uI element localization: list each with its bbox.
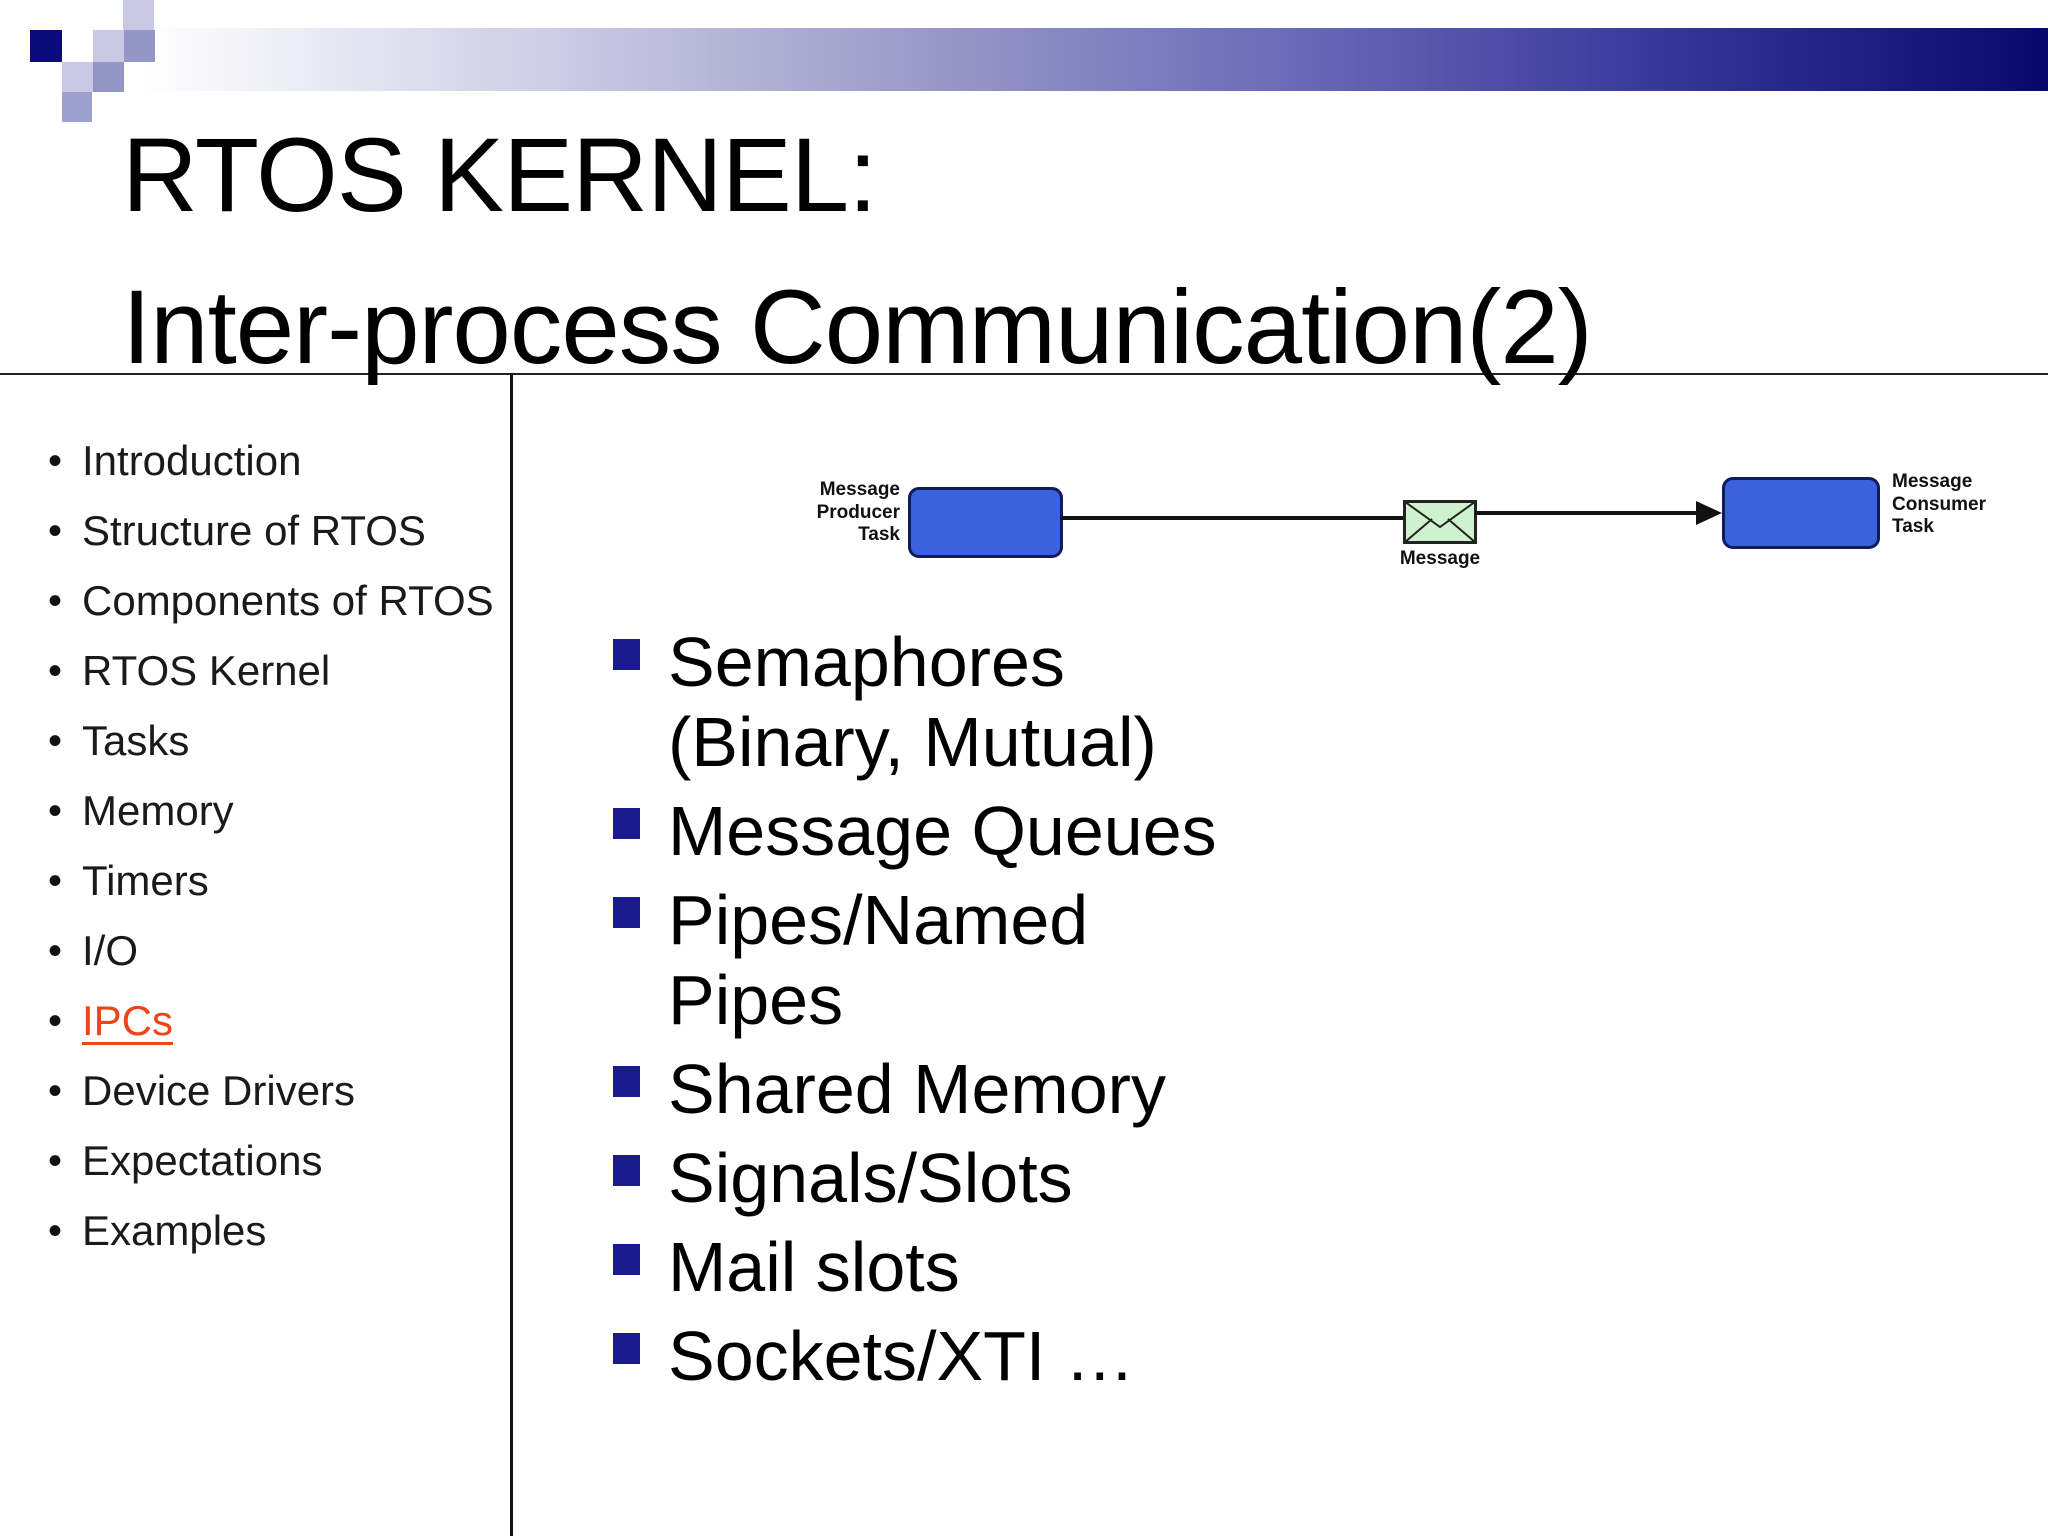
- sidebar-item-expectations[interactable]: • Expectations: [48, 1138, 498, 1184]
- bullet-dot-icon: •: [48, 999, 63, 1043]
- bullet-square-icon: [613, 1333, 640, 1364]
- slide-title-line1: RTOS KERNEL:: [122, 117, 877, 234]
- sidebar-item-label: Examples: [82, 1207, 267, 1254]
- bullet-square-icon: [613, 897, 640, 928]
- bullet-item-text: Message Queues: [668, 792, 1217, 870]
- bullet-item-text: Mail slots: [668, 1228, 960, 1306]
- list-item-mail-slots: Mail slots: [613, 1227, 1373, 1307]
- producer-task-box: [908, 487, 1063, 558]
- bullet-dot-icon: •: [48, 1069, 63, 1113]
- sidebar-item-device-drivers[interactable]: • Device Drivers: [48, 1068, 498, 1114]
- bullet-dot-icon: •: [48, 579, 63, 623]
- decor-square-medium: [124, 30, 155, 62]
- sidebar-item-components-of-rtos[interactable]: • Components of RTOS: [48, 578, 498, 624]
- bullet-item-text: Shared Memory: [668, 1050, 1166, 1128]
- bullet-square-icon: [613, 639, 640, 670]
- header-gradient-bar: [0, 28, 2048, 91]
- sidebar-item-rtos-kernel[interactable]: • RTOS Kernel: [48, 648, 498, 694]
- sidebar-item-structure-of-rtos[interactable]: • Structure of RTOS: [48, 508, 498, 554]
- list-item-shared-memory: Shared Memory: [613, 1049, 1373, 1129]
- decor-square-light: [93, 30, 124, 62]
- bullet-item-text: Semaphores(Binary, Mutual): [668, 623, 1157, 781]
- bullet-dot-icon: •: [48, 859, 63, 903]
- sidebar-item-label: Introduction: [82, 437, 302, 484]
- list-item-sockets-xti: Sockets/XTI …: [613, 1316, 1373, 1396]
- bullet-square-icon: [613, 1155, 640, 1186]
- sidebar-item-timers[interactable]: • Timers: [48, 858, 498, 904]
- list-item-signals-slots: Signals/Slots: [613, 1138, 1373, 1218]
- sidebar-item-label: Structure of RTOS: [82, 507, 426, 554]
- sidebar-item-i-o[interactable]: • I/O: [48, 928, 498, 974]
- sidebar-item-label: Expectations: [82, 1137, 323, 1184]
- decor-square-medium: [62, 92, 92, 122]
- sidebar-item-label: Components of RTOS: [82, 577, 494, 624]
- decor-square-medium: [93, 62, 124, 92]
- bullet-dot-icon: •: [48, 789, 63, 833]
- sidebar-item-label: Memory: [82, 787, 234, 834]
- bullet-square-icon: [613, 808, 640, 839]
- slide-title-line2: Inter-process Communication(2): [122, 269, 1593, 387]
- content-bullet-list: Semaphores(Binary, Mutual) Message Queue…: [613, 622, 1373, 1405]
- bullet-dot-icon: •: [48, 1139, 63, 1183]
- sidebar-item-label: I/O: [82, 927, 139, 974]
- list-item-message-queues: Message Queues: [613, 791, 1373, 871]
- bullet-item-text: Signals/Slots: [668, 1139, 1073, 1217]
- sidebar-divider-line: [510, 373, 513, 1536]
- arrow-line: [1475, 511, 1707, 515]
- sidebar-item-memory[interactable]: • Memory: [48, 788, 498, 834]
- sidebar-item-introduction[interactable]: • Introduction: [48, 438, 498, 484]
- message-label: Message: [1399, 548, 1481, 569]
- decor-square-light: [62, 62, 93, 92]
- sidebar-item-ipcs[interactable]: • IPCs: [48, 998, 498, 1044]
- sidebar-item-label: Timers: [82, 857, 209, 904]
- arrow-head-icon: [1696, 501, 1722, 525]
- list-item-semaphores: Semaphores(Binary, Mutual): [613, 622, 1373, 782]
- sidebar-item-label: RTOS Kernel: [82, 647, 331, 694]
- sidebar-item-label: IPCs: [82, 997, 174, 1044]
- slide-title: RTOS KERNEL: Inter-process Communication…: [122, 100, 1922, 405]
- decor-square-dark: [30, 30, 62, 62]
- message-envelope-icon: [1403, 500, 1477, 544]
- connector-line: [1060, 516, 1404, 520]
- bullet-dot-icon: •: [48, 719, 63, 763]
- bullet-square-icon: [613, 1066, 640, 1097]
- decor-square-light: [123, 0, 154, 30]
- title-divider-line: [0, 373, 2048, 375]
- bullet-square-icon: [613, 1244, 640, 1275]
- bullet-item-text: Sockets/XTI …: [668, 1317, 1135, 1395]
- bullet-dot-icon: •: [48, 929, 63, 973]
- sidebar-item-tasks[interactable]: • Tasks: [48, 718, 498, 764]
- sidebar-item-examples[interactable]: • Examples: [48, 1208, 498, 1254]
- consumer-task-box: [1722, 477, 1880, 549]
- sidebar-item-label: Tasks: [82, 717, 190, 764]
- bullet-dot-icon: •: [48, 649, 63, 693]
- bullet-dot-icon: •: [48, 439, 63, 483]
- bullet-dot-icon: •: [48, 509, 63, 553]
- sidebar-item-label: Device Drivers: [82, 1067, 356, 1114]
- sidebar-nav: • Introduction • Structure of RTOS • Com…: [48, 438, 498, 1278]
- bullet-dot-icon: •: [48, 1209, 63, 1253]
